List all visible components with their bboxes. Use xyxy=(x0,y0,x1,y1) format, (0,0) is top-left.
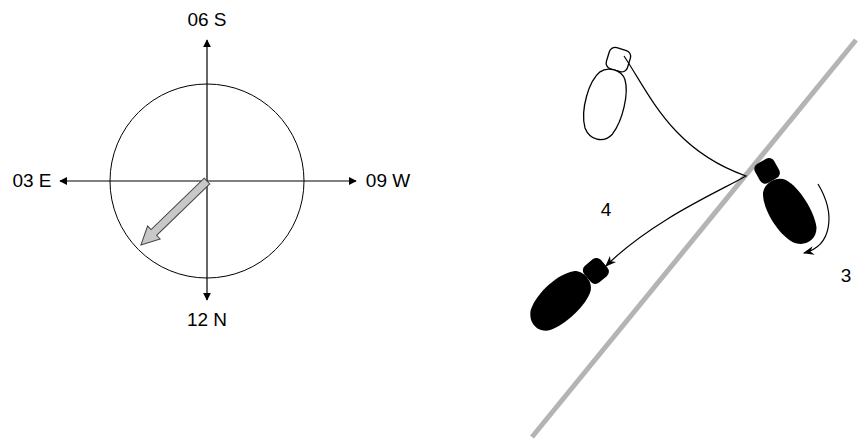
callout-number: 3 xyxy=(841,266,852,287)
compass-axis xyxy=(206,40,207,300)
footprint-black xyxy=(520,249,617,339)
footprint-outline xyxy=(575,43,640,144)
line-of-dance xyxy=(532,40,856,437)
footprint-black xyxy=(744,152,824,253)
step-path xyxy=(606,56,746,266)
direction-arrow xyxy=(135,175,214,252)
callout-number: 4 xyxy=(601,200,612,221)
compass-label: 06 S xyxy=(187,10,226,31)
compass-label: 03 E xyxy=(12,171,51,192)
compass-label: 12 N xyxy=(187,310,227,331)
turn-arrow xyxy=(804,184,829,253)
compass xyxy=(60,40,356,300)
compass-label: 09 W xyxy=(366,171,410,192)
